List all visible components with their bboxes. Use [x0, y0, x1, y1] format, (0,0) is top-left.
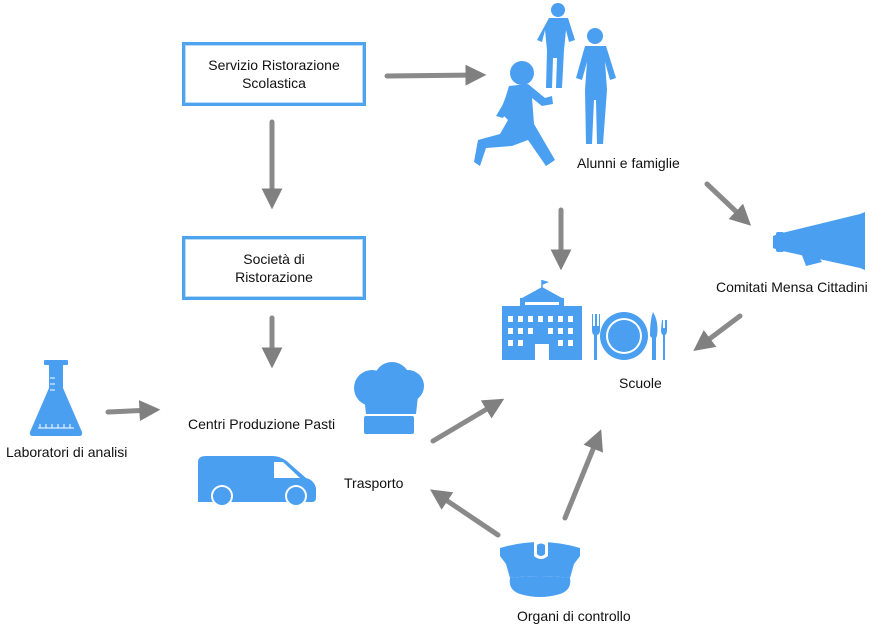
school-building-icon	[502, 280, 582, 360]
chef-hat-icon	[354, 362, 424, 434]
arrow-servizio-to-alunni	[384, 64, 487, 86]
arrow-organi-to-scuole	[562, 429, 603, 521]
servizio-ristorazione-label: Servizio Ristorazione Scolastica	[208, 57, 340, 91]
van-icon	[198, 456, 316, 507]
trasporto-label: Trasporto	[344, 475, 404, 491]
alunni-label: Alunni e famiglie	[577, 155, 680, 171]
laboratori-label: Laboratori di analisi	[6, 444, 128, 460]
arrow-trasporto-to-scuole	[430, 398, 505, 444]
organi-label: Organi di controllo	[517, 608, 631, 624]
scuole-label: Scuole	[619, 375, 662, 391]
family-icon	[474, 3, 616, 166]
flask-icon	[29, 360, 83, 436]
servizio-ristorazione-box: Servizio Ristorazione Scolastica	[182, 42, 366, 106]
societa-ristorazione-label: Società di Ristorazione	[235, 251, 313, 285]
police-cap-icon	[500, 540, 580, 597]
megaphone-icon	[773, 212, 865, 270]
comitati-label: Comitati Mensa Cittadini	[716, 279, 868, 295]
arrow-comitati-to-scuole	[693, 313, 743, 352]
societa-ristorazione-box: Società di Ristorazione	[182, 236, 366, 300]
centri-label: Centri Produzione Pasti	[188, 416, 336, 432]
arrow-laboratori-to-centri	[105, 400, 161, 422]
arrow-organi-to-trasporto	[430, 489, 501, 538]
cutlery-plate-icon	[592, 312, 667, 360]
arrow-alunni-to-comitati	[704, 181, 752, 226]
